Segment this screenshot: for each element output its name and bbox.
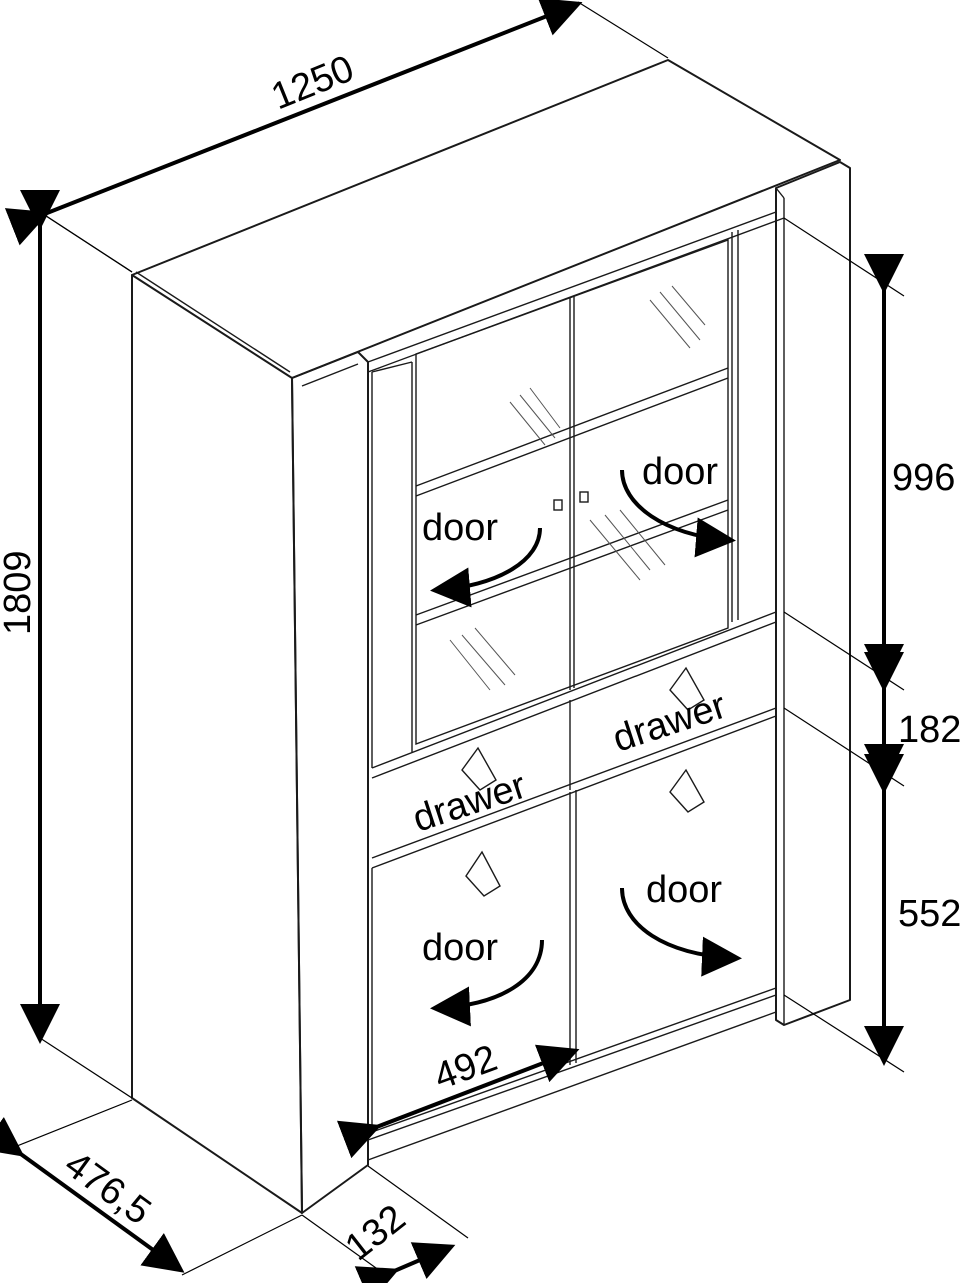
drawer-section (371, 611, 777, 869)
dim-height-label: 1809 (0, 550, 39, 635)
door-handle-left (465, 850, 501, 897)
label-door-upper-left: door (422, 507, 498, 549)
label-door-lower-right: door (646, 869, 722, 911)
upper-glass-section (371, 230, 739, 768)
label-drawer-right: drawer (608, 685, 732, 761)
dimension-door-width: 492 (336, 1037, 580, 1159)
label-door-lower-left: door (422, 927, 498, 969)
knob-right (579, 491, 589, 503)
dimension-upper-section: 996 (783, 217, 955, 691)
dim-upper-label: 996 (892, 457, 955, 499)
dimension-lower-section: 552 (783, 754, 961, 1073)
label-drawer-left: drawer (408, 765, 532, 841)
door-handle-right (669, 768, 705, 813)
dimension-width: 1250 (4, 0, 669, 273)
drawer-handle-left (461, 746, 497, 791)
door-swing-arrows (430, 469, 742, 1027)
dimension-drawer-section: 182 (783, 652, 961, 787)
knob-left (553, 499, 563, 511)
dim-side-depth-label: 132 (338, 1197, 414, 1269)
label-door-upper-right: door (642, 451, 718, 493)
dimension-side-depth: 132 (301, 1165, 469, 1283)
dimension-height: 1809 (0, 190, 133, 1099)
dim-lower-label: 552 (898, 893, 961, 935)
dimension-depth: 476,5 (0, 1099, 303, 1276)
dim-drawer-label: 182 (898, 709, 961, 751)
drawer-handle-right (669, 666, 705, 711)
cabinet-outline (131, 59, 851, 1214)
dim-depth-label: 476,5 (57, 1143, 159, 1233)
